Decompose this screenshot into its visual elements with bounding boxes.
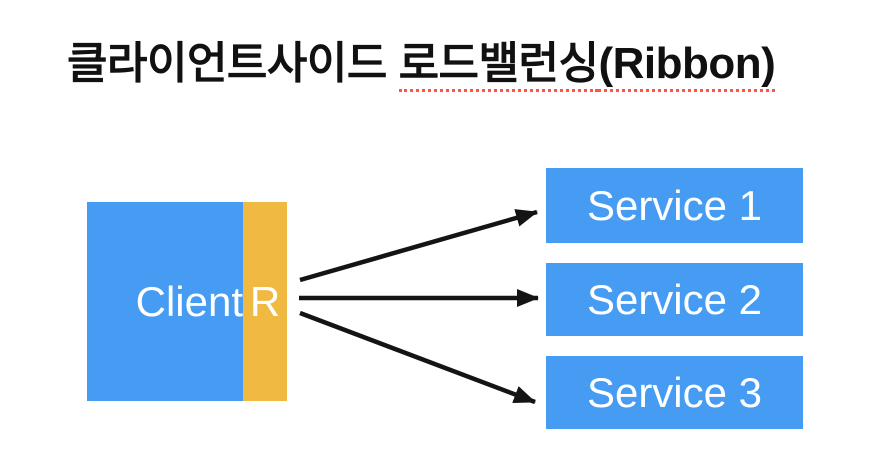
title-underlined-korean: 로드밸런싱	[398, 39, 599, 93]
service-2-node: Service 2	[546, 263, 803, 336]
ribbon-strip: R	[243, 202, 287, 401]
client-node: Client R	[87, 202, 287, 401]
slide-title: 클라이언트사이드 로드밸런싱(Ribbon)	[67, 39, 776, 93]
arrow-client-to-service-1	[299, 209, 538, 283]
service-3-label: Service 3	[586, 368, 763, 416]
service-1-node: Service 1	[546, 168, 803, 243]
service-2-label: Service 2	[586, 275, 763, 323]
arrow-client-to-service-3	[299, 310, 536, 405]
title-underlined-latin: (Ribbon)	[598, 39, 776, 93]
service-1-label: Service 1	[586, 181, 763, 229]
title-prefix: 클라이언트사이드	[67, 39, 399, 88]
client-label: Client	[135, 277, 243, 325]
ribbon-badge-label: R	[249, 277, 281, 325]
service-3-node: Service 3	[546, 356, 803, 429]
client-box: Client	[87, 202, 243, 401]
